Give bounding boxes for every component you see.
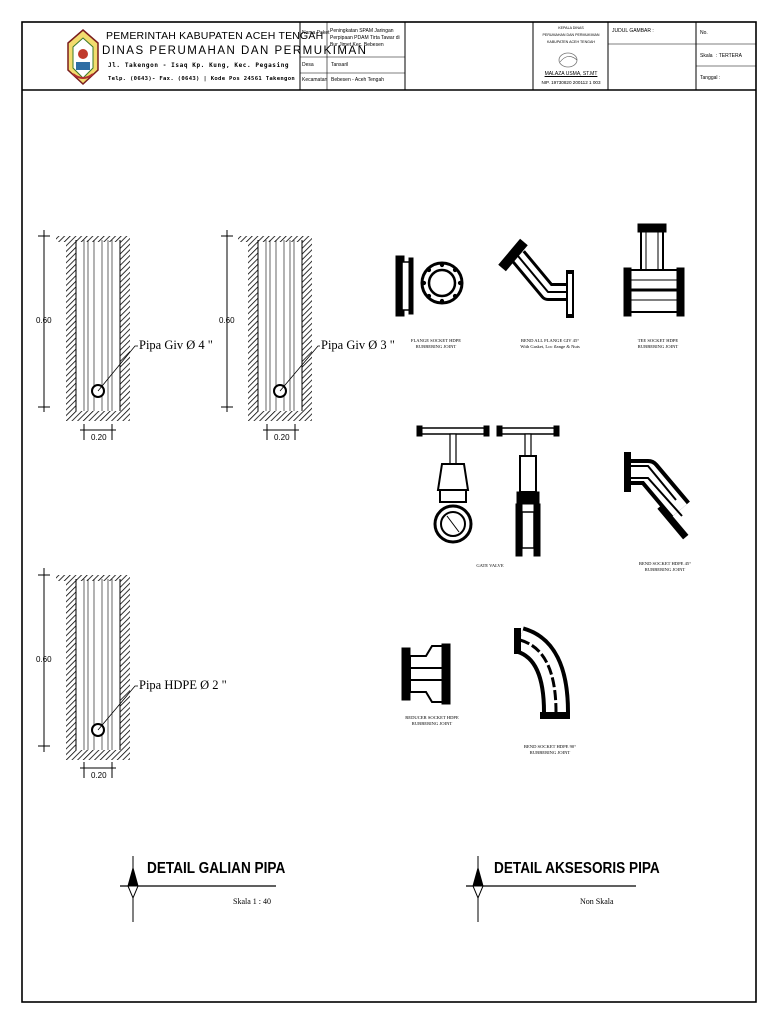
approval-line1: KEPALA DINAS [558,26,584,30]
approval-block: KEPALA DINAS PERUMAHAN DAN PERMUKIMAN KA… [536,25,606,46]
field-value-kecamatan: Bebesen - Aceh Tengah [331,77,385,83]
field-value-paket: Peningkatan SPAM Jaringan Perpipaan PDAM… [330,28,400,48]
caption-gate-valve-line1: GATE VALVE [476,563,504,568]
caption-flange-line2: RUBBERING JOINT [415,344,457,349]
section-marker-aksesoris [466,856,636,922]
caption-bend90-line2: RUBBERING JOINT [529,750,571,755]
field-label-desa: Desa [302,62,314,68]
trench-1-dimensions [38,230,116,440]
address-line: Jl. Takengon - Isaq Kp. Kung, Kec. Pegas… [108,62,290,69]
caption-reducer-line1: REDUCER SOCKET HDPE [405,715,459,720]
caption-reducer: REDUCER SOCKET HDPE RUBBERING JOINT [396,715,468,727]
field-value-desa: Tansaril [331,62,349,68]
trench-3-pipe-label: Pipa HDPE Ø 2 " [139,678,227,692]
trench-1-height: 0.60 [36,316,52,325]
approval-name: MALAZA USMA, ST.MT [544,71,598,77]
trench-3-dimensions [38,568,116,778]
gate-valve-side-drawing [496,425,560,557]
flange-socket-drawing [395,255,464,317]
no-label: No. [700,30,708,36]
caption-reducer-line2: RUBBERING JOINT [411,721,453,726]
tee-socket-drawing [623,223,685,317]
trench-section-3 [55,574,131,761]
tanggal-label: Tanggal : [700,75,721,81]
section-marker-galian [120,856,276,922]
caption-bend90-line1: BEND SOCKET HDPE 90° [523,744,577,749]
caption-tee: TEE SOCKET HDPE RUBBERING JOINT [622,338,694,350]
caption-tee-line2: RUBBERING JOINT [637,344,679,349]
bend-45-socket-drawing [624,452,690,540]
trench-section-1 [55,235,131,422]
phone-line: Telp. (0643)- Fax. (0643) | Kode Pos 245… [108,76,296,82]
caption-bend45-socket: BEND SOCKET HDPE 45° RUBBERING JOINT [628,561,702,573]
approval-line2: PERUMAHAN DAN PERMUKIMAN [542,33,600,37]
trench-3-width: 0.20 [91,771,107,780]
reducer-socket-drawing [401,643,451,705]
section-scale-aksesoris: Non Skala [580,897,614,906]
field-label-kecamatan: Kecamatan [302,77,328,83]
approval-stamp [558,52,578,68]
caption-bend45-flange-line2: With Gasket, Loc flange & Nuts [520,344,580,349]
caption-flange: FLANGE SOCKET HDPE RUBBERING JOINT [400,338,472,350]
dept-line: DINAS PERUMAHAN DAN PERMUKIMAN [102,45,368,57]
caption-tee-line1: TEE SOCKET HDPE [637,338,679,343]
bend-90-socket-drawing [514,626,570,719]
trench-2-height: 0.60 [219,316,235,325]
caption-bend45-flange: BEND ALL FLANGE GIV 45° With Gasket, Loc… [508,338,592,350]
caption-bend90: BEND SOCKET HDPE 90° RUBBERING JOINT [512,744,588,756]
regency-logo [67,29,99,86]
field-label-paket: Nama Paket [302,30,330,36]
skala-value: : TERTERA [716,53,742,59]
pipe-leaders [97,345,320,731]
gate-valve-front-drawing [416,425,490,544]
approval-line3: KABUPATEN ACEH TENGAH [547,40,595,44]
caption-flange-line1: FLANGE SOCKET HDPE [410,338,462,343]
trench-3-height: 0.60 [36,655,52,664]
approval-nip: NIP. 19730820 200112 1 003 [541,80,601,85]
caption-gate-valve: GATE VALVE [460,563,520,569]
section-scale-galian: Skala 1 : 40 [233,897,271,906]
bend-45-flange-drawing [498,238,574,318]
trench-section-2 [237,235,313,422]
section-title-aksesoris: DETAIL AKSESORIS PIPA [494,860,660,877]
trench-1-pipe-label: Pipa Giv Ø 4 " [139,338,213,352]
trench-2-width: 0.20 [274,433,290,442]
judul-label: JUDUL GAMBAR : [612,28,654,34]
caption-bend45-socket-line2: RUBBERING JOINT [644,567,686,572]
trench-2-pipe-label: Pipa Giv Ø 3 " [321,338,395,352]
trench-2-dimensions [221,230,299,440]
caption-bend45-socket-line1: BEND SOCKET HDPE 45° [638,561,692,566]
caption-bend45-flange-line1: BEND ALL FLANGE GIV 45° [520,338,580,343]
section-title-galian: DETAIL GALIAN PIPA [147,860,286,877]
trench-1-width: 0.20 [91,433,107,442]
gov-line: PEMERINTAH KABUPATEN ACEH TENGAH [106,30,324,42]
skala-label: Skala [700,53,713,59]
